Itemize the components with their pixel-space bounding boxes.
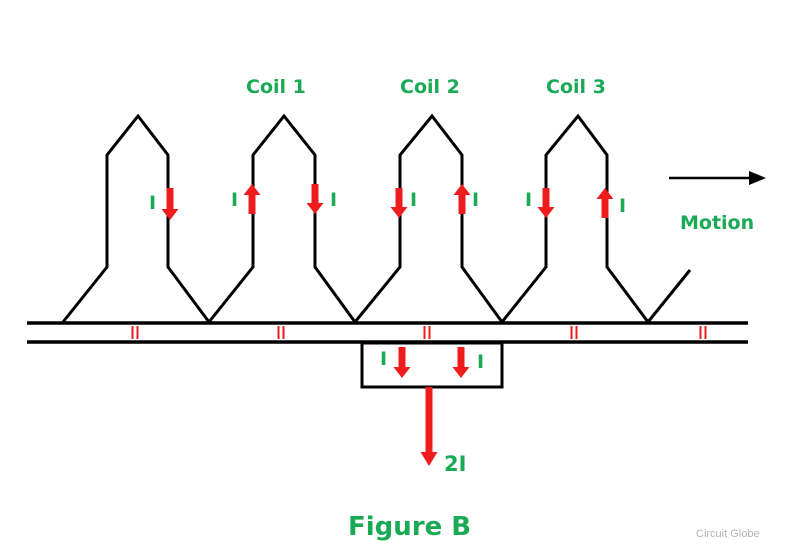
current-arrow <box>390 188 408 218</box>
current-arrow-shape <box>161 188 179 220</box>
current-label: I <box>149 192 157 214</box>
separator-mark <box>699 326 707 339</box>
current-arrow <box>243 184 261 214</box>
current-arrow <box>306 184 324 214</box>
motion-label: Motion <box>680 212 755 234</box>
current-label: I <box>525 189 533 211</box>
segment-separators <box>131 326 707 339</box>
separator-mark <box>570 326 578 339</box>
coil-conductor <box>353 113 504 323</box>
output-current-label: 2I <box>444 452 467 476</box>
motion-arrow <box>669 171 766 185</box>
coil-conductor <box>500 113 650 323</box>
figure-caption: Figure B <box>348 512 472 542</box>
current-arrow-shape <box>452 347 470 378</box>
current-arrow-shape <box>243 184 261 214</box>
current-arrow <box>596 188 614 218</box>
coil-conductors <box>61 113 692 323</box>
output-current-arrow <box>420 387 438 466</box>
coil-conductor <box>207 113 357 323</box>
current-arrow-shape <box>453 184 471 214</box>
coil-3-label: Coil 3 <box>546 76 606 98</box>
current-arrow <box>393 347 411 378</box>
current-label: I <box>477 351 485 373</box>
output-current-arrow-shape <box>420 387 438 466</box>
coil-2-label: Coil 2 <box>400 76 460 98</box>
current-arrow <box>453 184 471 214</box>
coil-1-label: Coil 1 <box>246 76 306 98</box>
current-label: I <box>472 189 480 211</box>
separator-mark <box>423 326 431 339</box>
current-arrow-shape <box>390 188 408 218</box>
current-label: I <box>410 189 418 211</box>
current-arrow-shape <box>537 188 555 218</box>
current-arrow <box>452 347 470 378</box>
coil-conductor <box>646 269 692 323</box>
separator-mark <box>277 326 285 339</box>
commutator-rails <box>27 321 748 344</box>
current-label: I <box>619 195 627 217</box>
current-label: I <box>231 189 239 211</box>
current-arrow-shape <box>393 347 411 378</box>
watermark: Circuit Globe <box>696 528 760 540</box>
current-arrow-shape <box>306 184 324 214</box>
motion-arrow-head <box>749 171 766 185</box>
current-arrow <box>537 188 555 218</box>
coil-conductor <box>61 113 211 323</box>
current-label: I <box>330 189 338 211</box>
separator-mark <box>131 326 139 339</box>
current-arrow <box>161 188 179 220</box>
current-arrow-shape <box>596 188 614 218</box>
current-label: I <box>380 348 388 370</box>
current-arrows <box>161 184 614 466</box>
